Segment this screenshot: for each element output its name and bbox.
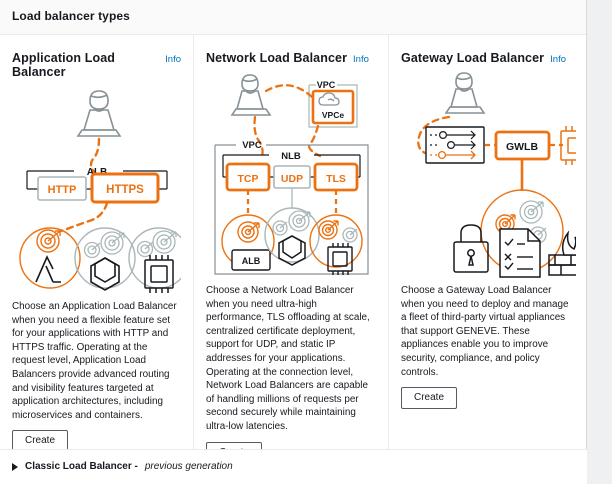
- listener-udp-label: UDP: [281, 173, 303, 185]
- info-link[interactable]: Info: [550, 54, 566, 65]
- flow-vpce-to-tls: [307, 124, 322, 158]
- vpc-label: VPC: [242, 140, 262, 151]
- target-group-container: [264, 207, 320, 266]
- flow-user-to-tcp: [253, 115, 264, 161]
- create-gateway-load-balancer-button[interactable]: Create: [401, 387, 458, 410]
- card-description: Choose an Application Load Balancer when…: [12, 301, 177, 421]
- alb-group-bracket: [26, 170, 168, 189]
- card-title: Network Load Balancer: [206, 51, 348, 65]
- card-title: Gateway Load Balancer: [401, 51, 545, 65]
- listener-http[interactable]: HTTP: [37, 176, 87, 201]
- vpc-endpoint-box[interactable]: VPCe: [311, 89, 355, 125]
- firewall-icon: [548, 230, 576, 276]
- user-laptop-icon: [230, 74, 272, 116]
- gwlb-label: GWLB: [506, 141, 538, 153]
- target-group-container: [74, 227, 136, 291]
- user-laptop-icon: [444, 72, 486, 114]
- gwlb-box[interactable]: GWLB: [494, 130, 551, 161]
- flow-user-to-listener: [89, 137, 101, 179]
- flow-user-to-route-table: [417, 115, 451, 155]
- nlb-group-label: NLB: [281, 151, 301, 162]
- flow-listener-to-target: [59, 201, 109, 233]
- classic-load-balancer-expander[interactable]: Classic Load Balancer - previous generat…: [12, 461, 587, 472]
- listener-udp[interactable]: UDP: [273, 165, 311, 189]
- listener-tcp[interactable]: TCP: [225, 162, 271, 192]
- card-gateway-load-balancer: Gateway Load Balancer Info: [388, 35, 587, 449]
- alb-target-label: ALB: [242, 256, 261, 266]
- classic-load-balancer-sublabel: previous generation: [144, 461, 233, 472]
- listener-https[interactable]: HTTPS: [90, 172, 160, 204]
- panel-header: Load balancer types: [0, 0, 586, 35]
- padlock-icon: [453, 224, 489, 273]
- alb-diagram-svg: ALB HTTP HTTPS: [19, 90, 181, 293]
- page-title: Load balancer types: [12, 9, 130, 23]
- target-group-ec2: [309, 214, 363, 275]
- chevron-right-icon: [12, 462, 18, 471]
- compliance-document-icon: [499, 228, 541, 278]
- card-description: Choose a Gateway Load Balancer when you …: [401, 285, 569, 378]
- load-balancer-types-panel: Load balancer types Application Load Bal…: [0, 0, 587, 484]
- vpc-endpoint-label: VPCe: [322, 110, 344, 120]
- card-description: Choose a Network Load Balancer when you …: [206, 285, 370, 432]
- card-list: Application Load Balancer Info: [0, 35, 587, 464]
- listener-tcp-label: TCP: [238, 173, 259, 185]
- alb-diagram: ALB HTTP HTTPS: [12, 83, 181, 298]
- target-group-alb: ALB: [221, 214, 275, 271]
- nlb-diagram: VPC VPCe: [206, 69, 376, 284]
- ec2-instance-icon: [560, 126, 576, 165]
- listener-tls[interactable]: TLS: [313, 162, 359, 192]
- ec2-instance-icon: [327, 243, 353, 275]
- route-table-icon: [425, 126, 485, 164]
- vpc-boundary: [214, 144, 369, 275]
- target-group-lambda: [19, 227, 81, 289]
- card-title: Application Load Balancer: [12, 51, 115, 79]
- cloud-icon: [318, 92, 340, 106]
- card-header: Application Load Balancer Info: [12, 51, 181, 79]
- info-link[interactable]: Info: [165, 54, 181, 65]
- target-group-ec2: [128, 227, 181, 293]
- endpoint-vpc-label: VPC: [317, 80, 336, 90]
- listener-tls-label: TLS: [326, 173, 346, 185]
- target-group-appliances: [453, 189, 576, 278]
- container-icon: [90, 257, 120, 291]
- ec2-instance-icon: [144, 255, 174, 293]
- card-header: Gateway Load Balancer Info: [401, 51, 575, 65]
- container-icon: [278, 235, 306, 266]
- card-header: Network Load Balancer Info: [206, 51, 376, 65]
- user-laptop-icon: [76, 90, 122, 137]
- lambda-icon: [35, 255, 61, 283]
- nlb-group-bracket: [222, 154, 361, 177]
- info-link[interactable]: Info: [353, 54, 369, 65]
- nlb-diagram-svg: VPC VPCe: [214, 74, 369, 275]
- gwlb-diagram-svg: GWLB: [417, 72, 576, 278]
- alb-target-box: [231, 249, 271, 271]
- listener-http-label: HTTP: [48, 184, 77, 196]
- card-application-load-balancer: Application Load Balancer Info: [0, 35, 193, 453]
- classic-load-balancer-label: Classic Load Balancer -: [25, 461, 138, 472]
- flow-user-to-vpce: [264, 84, 314, 99]
- endpoint-vpc-boundary: [308, 84, 358, 128]
- card-network-load-balancer: Network Load Balancer Info: [193, 35, 388, 464]
- listener-https-label: HTTPS: [106, 184, 144, 196]
- gwlb-diagram: GWLB: [401, 69, 576, 284]
- classic-load-balancer-section: Classic Load Balancer - previous generat…: [0, 449, 587, 484]
